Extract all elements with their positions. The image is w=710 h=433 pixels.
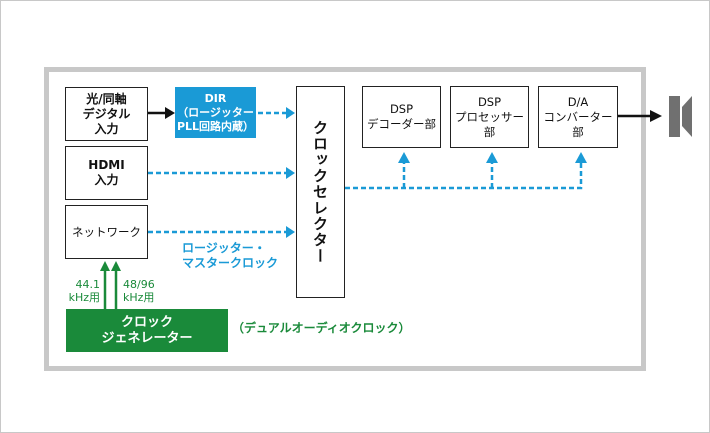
da-converter-box: D/A コンバーター部 xyxy=(538,86,618,148)
dsp-processor-box: DSP プロセッサー部 xyxy=(450,86,529,148)
arrowhead-to-dsp-processor xyxy=(486,152,498,163)
optical-coaxial-input-box: 光/同軸 デジタル 入力 xyxy=(65,87,148,141)
arrowhead-network-to-selector xyxy=(286,226,295,238)
arrowhead-4896-clock xyxy=(111,261,121,271)
clock-generator-box: クロック ジェネレーター xyxy=(66,309,228,352)
hdmi-input-box: HDMI 入力 xyxy=(65,146,148,200)
speaker-icon xyxy=(669,96,692,137)
arrowhead-optical-to-dir xyxy=(165,107,175,119)
network-input-box: ネットワーク xyxy=(65,205,148,259)
freq-48-96-label: 48/96 kHz用 xyxy=(123,278,155,304)
arrowhead-hdmi-to-selector xyxy=(286,167,295,179)
arrowhead-441-clock xyxy=(100,261,110,271)
clock-selector-label: クロックセレクター xyxy=(311,120,329,264)
low-jitter-master-clock-label: ロージッター・ マスタークロック xyxy=(182,241,279,270)
clock-bus-line xyxy=(345,163,583,190)
freq-44-1-label: 44.1 kHz用 xyxy=(68,278,100,304)
arrowhead-dir-to-selector xyxy=(286,107,295,119)
dir-box: DIR （ロージッター PLL回路内蔵） xyxy=(175,87,256,138)
dsp-decoder-box: DSP デコーダー部 xyxy=(362,86,441,148)
clock-selector-box: クロックセレクター xyxy=(296,86,345,298)
arrowhead-to-dsp-decoder xyxy=(398,152,410,163)
arrowhead-to-da-converter xyxy=(575,152,587,163)
arrowhead-da-to-speaker xyxy=(650,110,662,122)
dual-audio-clock-label: （デュアルオーディオクロック） xyxy=(232,321,411,335)
